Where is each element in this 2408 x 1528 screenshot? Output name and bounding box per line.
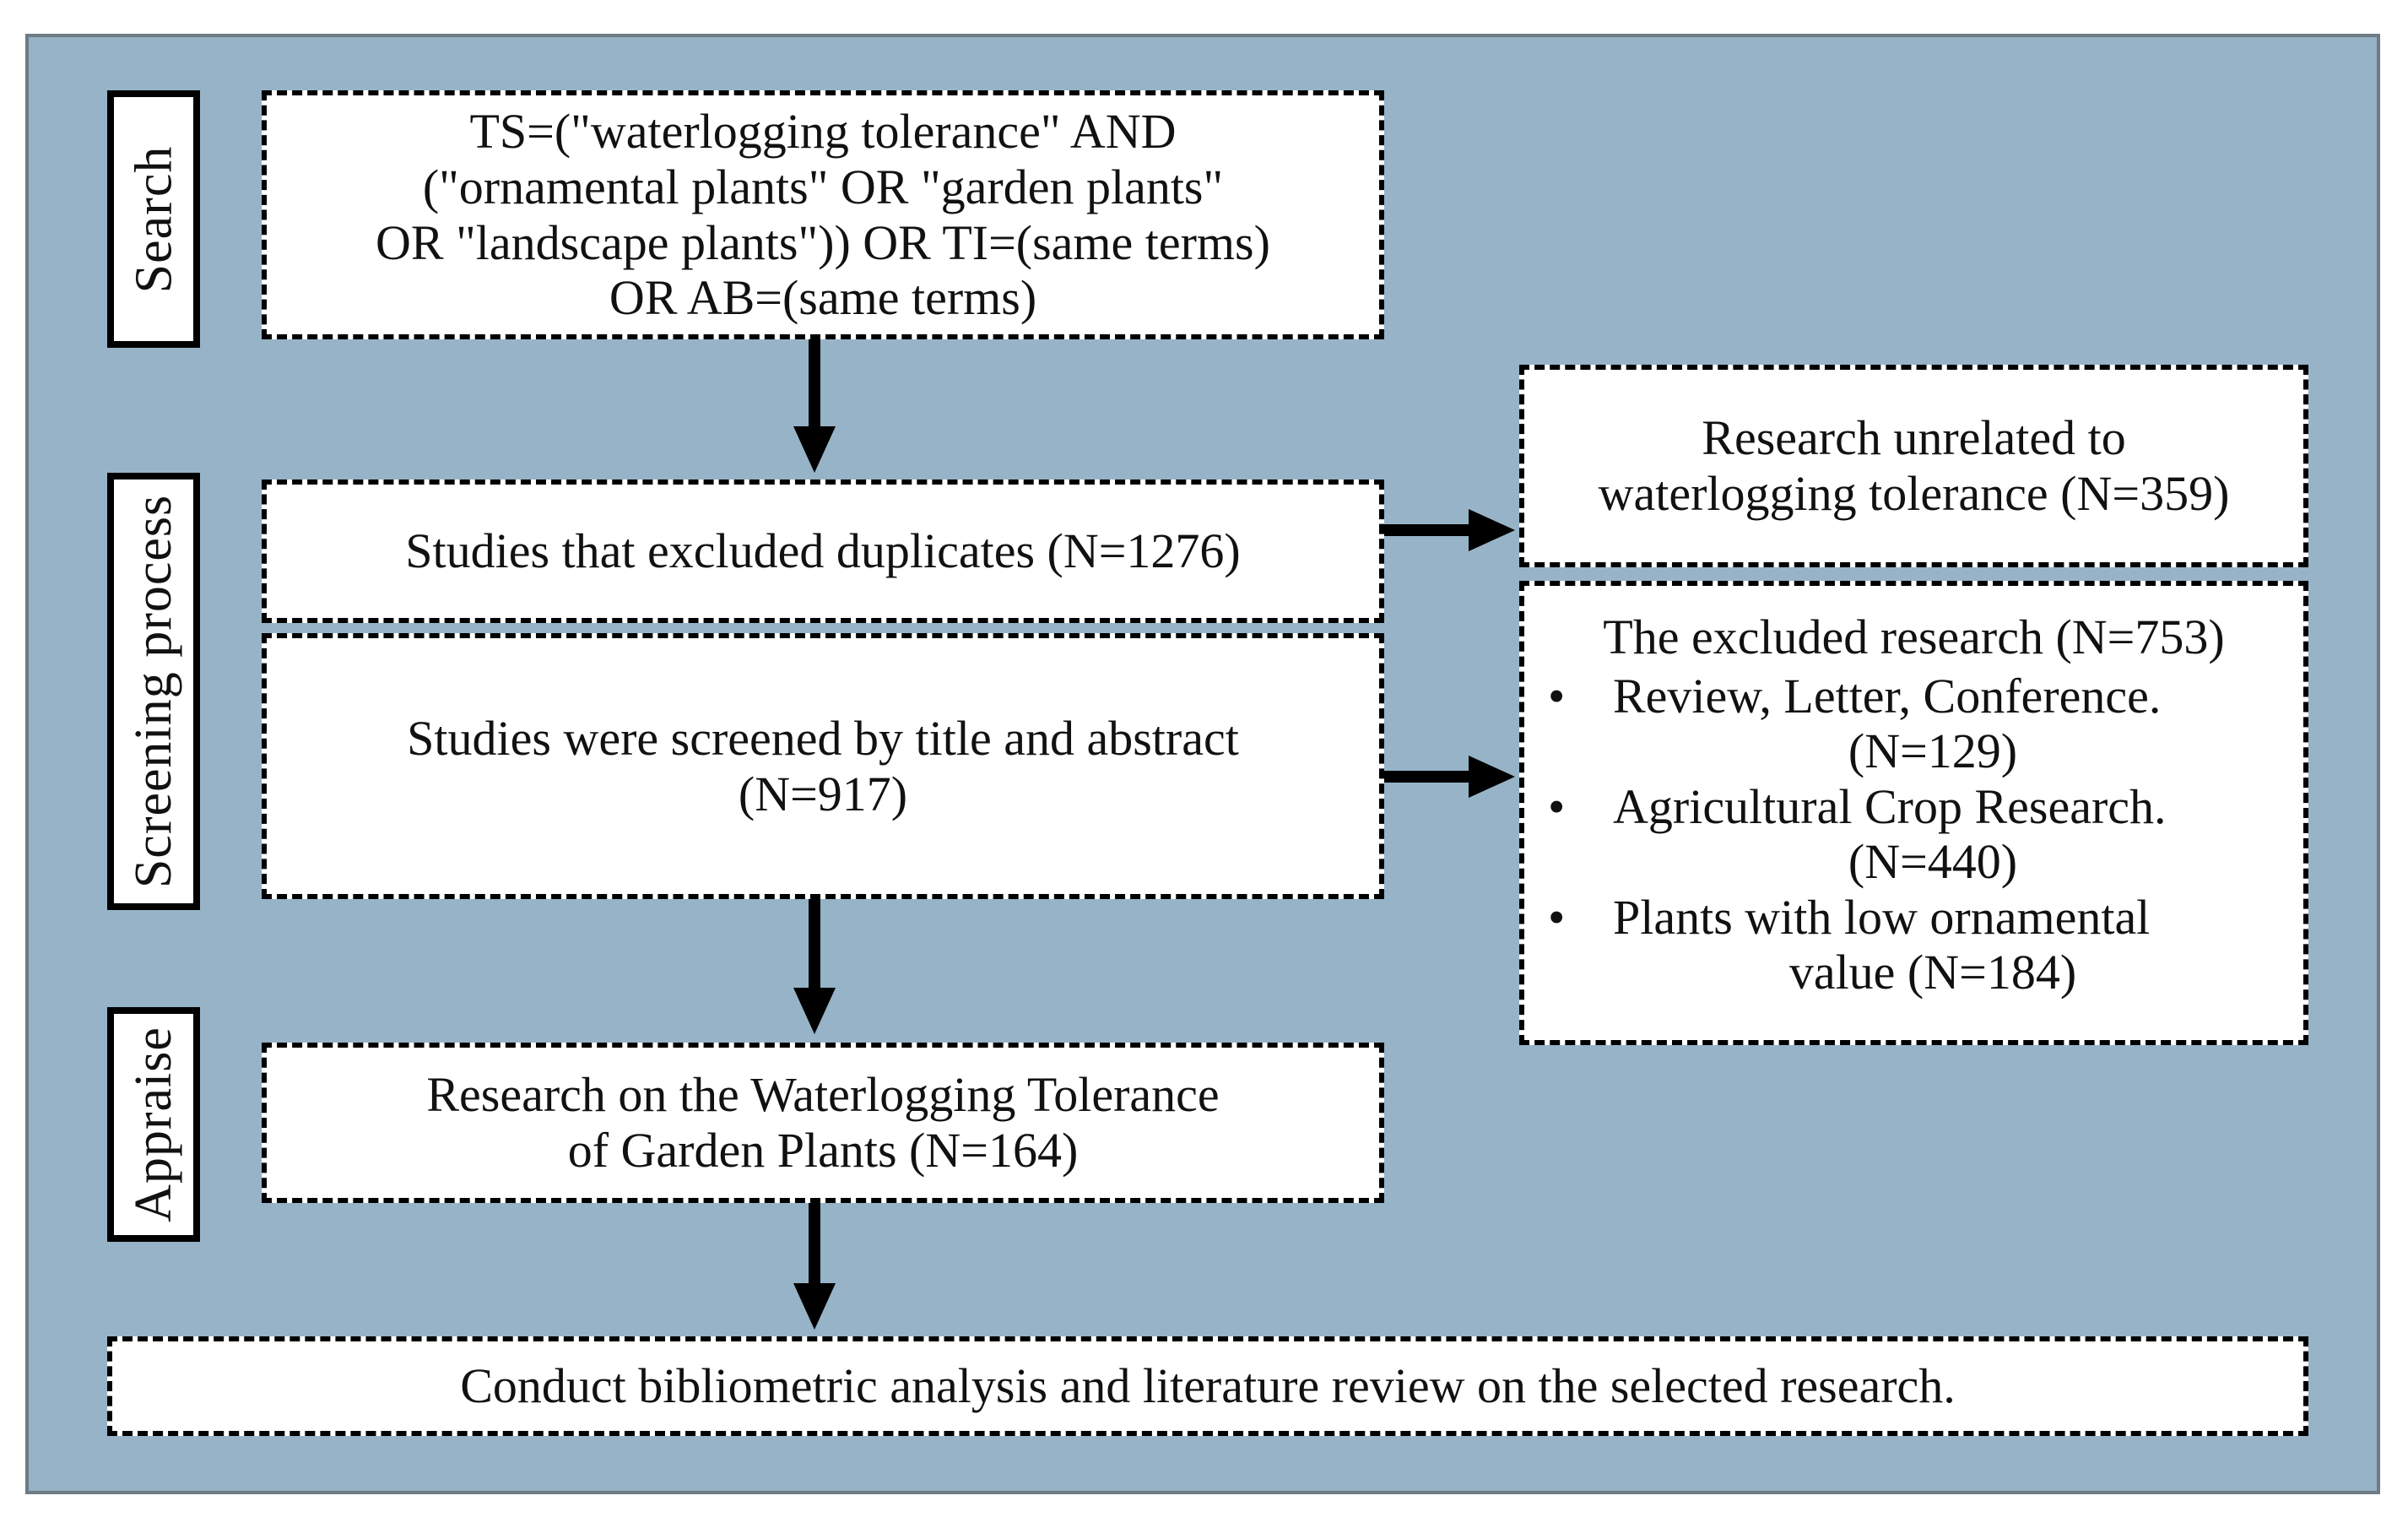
- bullet-icon: •: [1548, 778, 1566, 834]
- bullet-icon: •: [1548, 668, 1566, 723]
- title-abstract-screening-box: Studies were screened by title and abstr…: [262, 633, 1384, 899]
- excluded-reason-count: value (N=184): [1788, 945, 2077, 1000]
- duplicates-excluded-text: Studies that excluded duplicates (N=1276…: [405, 523, 1241, 579]
- search-query-line: OR AB=(same terms): [609, 270, 1037, 326]
- excluded-reason-count: (N=129): [1848, 723, 2018, 779]
- appraise-result-line: of Garden Plants (N=164): [567, 1123, 1079, 1178]
- excluded-reason-count: (N=440): [1848, 834, 2018, 890]
- unrelated-research-line: waterlogging tolerance (N=359): [1598, 466, 2230, 521]
- stage-label-appraise: Appraise: [107, 1007, 200, 1242]
- appraise-result-line: Research on the Waterlogging Tolerance: [426, 1067, 1220, 1123]
- list-item: • Review, Letter, Conference. (N=129): [1524, 669, 2303, 779]
- duplicates-excluded-box: Studies that excluded duplicates (N=1276…: [262, 480, 1384, 623]
- title-abstract-screening-line: Studies were screened by title and abstr…: [407, 710, 1239, 766]
- search-query-line: TS=("waterlogging tolerance" AND: [469, 104, 1177, 160]
- list-item: • Plants with low ornamental value (N=18…: [1524, 890, 2303, 1000]
- excluded-research-heading: The excluded research (N=753): [1603, 610, 2225, 664]
- excluded-reason-label: Agricultural Crop Research.: [1613, 778, 2167, 834]
- stage-label-appraise-text: Appraise: [125, 1027, 182, 1222]
- stage-label-search: Search: [107, 90, 200, 348]
- excluded-research-box: The excluded research (N=753) • Review, …: [1519, 581, 2308, 1045]
- search-query-line: ("ornamental plants" OR "garden plants": [422, 159, 1224, 214]
- bullet-icon: •: [1548, 889, 1566, 945]
- stage-label-screening: Screening process: [107, 473, 200, 910]
- unrelated-research-box: Research unrelated to waterlogging toler…: [1519, 365, 2308, 567]
- title-abstract-screening-line: (N=917): [738, 766, 908, 821]
- stage-label-screening-text: Screening process: [125, 494, 183, 889]
- search-query-box: TS=("waterlogging tolerance" AND ("ornam…: [262, 90, 1384, 339]
- search-query-line: OR "landscape plants")) OR TI=(same term…: [376, 214, 1270, 270]
- list-item: • Agricultural Crop Research. (N=440): [1524, 779, 2303, 890]
- conclusion-text: Conduct bibliometric analysis and litera…: [460, 1358, 1956, 1414]
- stage-label-search-text: Search: [125, 145, 182, 293]
- excluded-reason-label: Plants with low ornamental: [1613, 889, 2151, 945]
- appraise-result-box: Research on the Waterlogging Tolerance o…: [262, 1043, 1384, 1203]
- excluded-reason-label: Review, Letter, Conference.: [1613, 668, 2162, 723]
- unrelated-research-line: Research unrelated to: [1702, 410, 2126, 466]
- conclusion-box: Conduct bibliometric analysis and litera…: [107, 1336, 2308, 1436]
- excluded-reasons-list: • Review, Letter, Conference. (N=129) • …: [1524, 669, 2303, 1000]
